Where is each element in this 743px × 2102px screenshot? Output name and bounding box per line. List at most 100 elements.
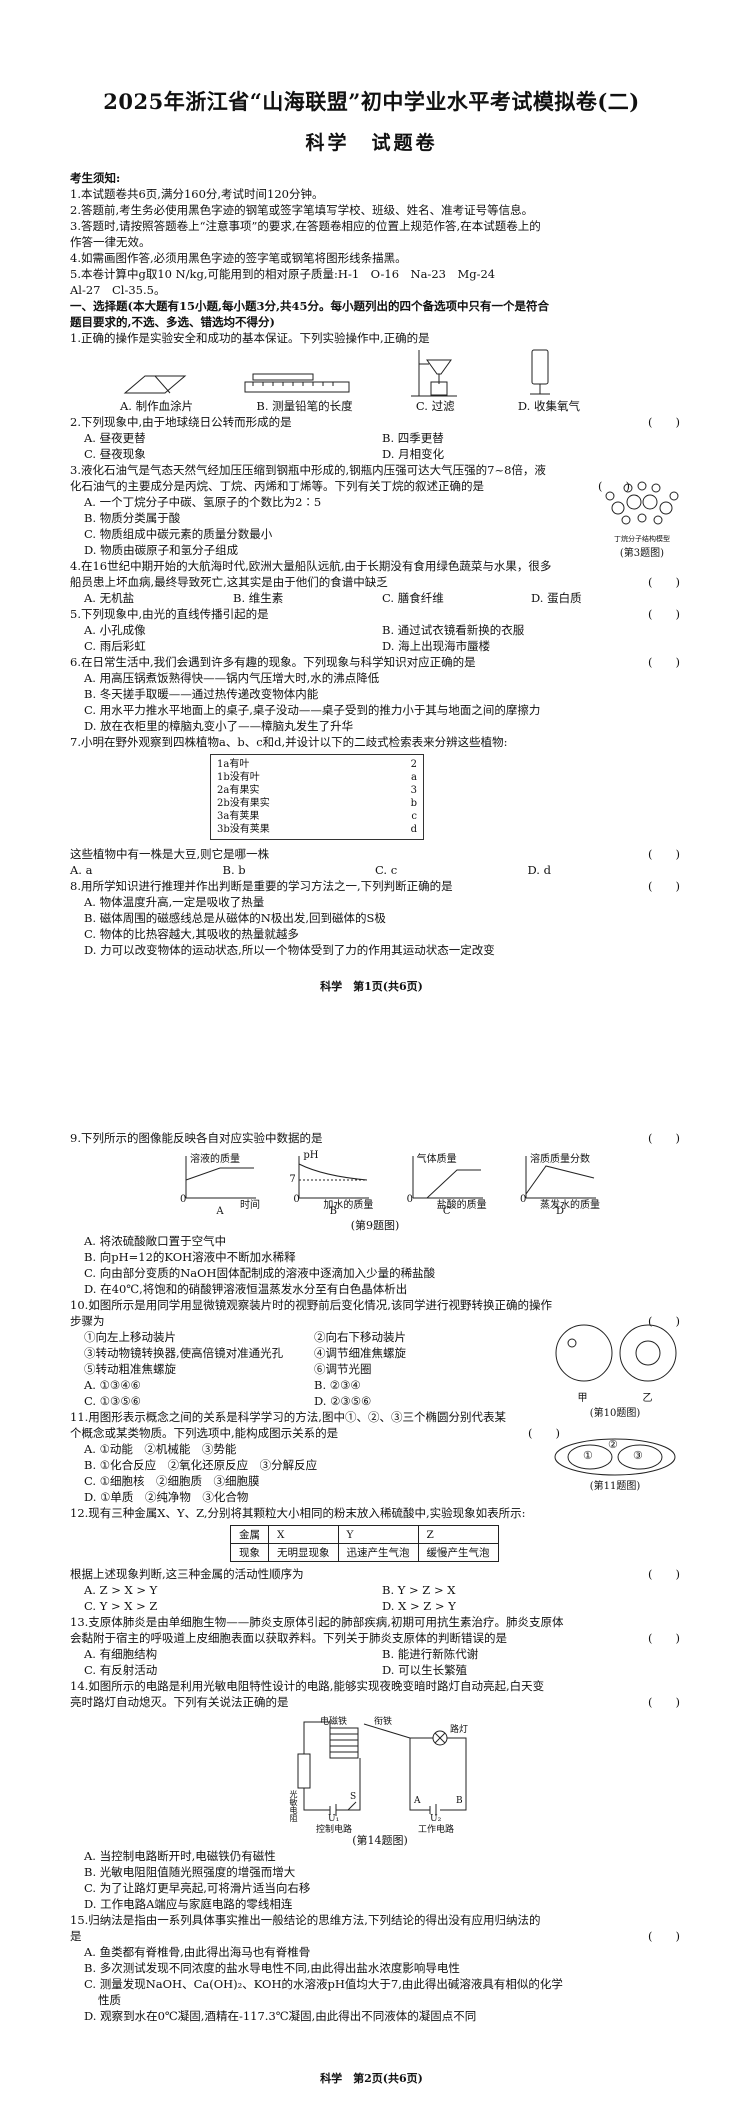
- section-heading: 一、选择题(本大题有15小题,每小题3分,共45分。每小题列出的四个备选项中只有…: [70, 299, 549, 313]
- chart-origin: 0: [406, 1194, 414, 1205]
- q10-line2: 步骤为( ): [70, 1313, 680, 1329]
- q3-options-block: A. 一个丁烷分子中碳、氢原子的个数比为2∶5 B. 物质分类属于酸 C. 物质…: [70, 481, 680, 559]
- q2-option-d[interactable]: D. 月相变化: [382, 447, 445, 461]
- q3-option-c[interactable]: C. 物质组成中碳元素的质量分数最小: [84, 527, 273, 541]
- q5-option-c[interactable]: C. 雨后彩虹: [84, 639, 146, 653]
- q1-stem: 1.正确的操作是实验安全和成功的基本保证。下列实验操作中,正确的是: [70, 331, 430, 345]
- q13-option-c[interactable]: C. 有反射活动: [84, 1663, 158, 1677]
- notice-heading: 考生须知:: [70, 171, 121, 185]
- q9-option-c[interactable]: C. 向由部分变质的NaOH固体配制成的溶液中逐滴加入少量的稀盐酸: [84, 1266, 436, 1280]
- section-heading-cont: 题目要求的,不选、多选、错选均不得分): [70, 315, 275, 329]
- q6-option-a[interactable]: A. 用高压锅煮饭熟得快——锅内气压增大时,水的沸点降低: [84, 671, 380, 685]
- q9-option-d[interactable]: D. 在40℃,将饱和的硝酸钾溶液恒温蒸发水分至有白色晶体析出: [84, 1282, 408, 1296]
- q11-stem-2: 个概念或某类物质。下列选项中,能构成图示关系的是: [70, 1426, 339, 1440]
- q9-option-b[interactable]: B. 向pH=12的KOH溶液中不断加水稀释: [84, 1250, 296, 1264]
- q2-option-a[interactable]: A. 昼夜更替: [84, 431, 146, 445]
- page-footer: 科学 第1页(共6页): [320, 980, 423, 993]
- q11-option-b[interactable]: B. ①化合反应 ②氧化还原反应 ③分解反应: [84, 1458, 318, 1472]
- q4-option-d[interactable]: D. 蛋白质: [531, 591, 582, 605]
- key-result: a: [411, 772, 417, 783]
- q1-option-c[interactable]: C. 过滤: [415, 399, 455, 413]
- q4-option-a[interactable]: A. 无机盐: [84, 591, 135, 605]
- q14-option-a[interactable]: A. 当控制电路断开时,电磁铁仍有磁性: [84, 1849, 276, 1863]
- q12-stem: 12.现有三种金属X、Y、Z,分别将其颗粒大小相同的粉末放入稀硫酸中,实验现象如…: [70, 1506, 526, 1520]
- exam-subtitle: 科学 试题卷: [305, 132, 438, 154]
- page-footer: 科学 第2页(共6页): [320, 2072, 423, 2085]
- q2-option-c[interactable]: C. 昼夜现象: [84, 447, 146, 461]
- chart-letter: C: [442, 1206, 451, 1217]
- q11-option-d[interactable]: D. ①单质 ②纯净物 ③化合物: [84, 1490, 249, 1504]
- q5-option-a[interactable]: A. 小孔成像: [84, 623, 146, 637]
- page2-content: 9.下列所示的图像能反映各自对应实验中数据的是( ) 溶液的质量 0 时间 A …: [70, 1130, 680, 2024]
- q3-option-d[interactable]: D. 物质由碳原子和氢分子组成: [84, 543, 239, 557]
- q15-option-b[interactable]: B. 多次测试发现不同浓度的盐水导电性不同,由此得出盐水浓度影响导电性: [84, 1961, 460, 1975]
- label-lamp: 路灯: [450, 1725, 469, 1735]
- q15-option-c[interactable]: C. 测量发现NaOH、Ca(OH)₂、KOH的水溶液pH值均大于7,由此得出碱…: [84, 1977, 563, 1991]
- q13-option-a[interactable]: A. 有细胞结构: [84, 1647, 158, 1661]
- q7-option-c[interactable]: C. c: [375, 863, 398, 877]
- q8-option-b[interactable]: B. 磁体周围的磁感线总是从磁体的N极出发,回到磁体的S极: [84, 911, 386, 925]
- q8-option-c[interactable]: C. 物体的比热容越大,其吸收的热量就越多: [84, 927, 299, 941]
- q1-option-b[interactable]: B. 测量铅笔的长度: [256, 399, 353, 413]
- q1-option-d[interactable]: D. 收集氧气: [517, 399, 580, 413]
- q14-option-b[interactable]: B. 光敏电阻阻值随光照强度的增强而增大: [84, 1865, 296, 1879]
- notice-item: 3.答题时,请按照答题卷上“注意事项”的要求,在答题卷相应的位置上规范作答,在本…: [70, 219, 541, 233]
- q7-option-d[interactable]: D. d: [527, 863, 551, 877]
- q11-line2: 个概念或某类物质。下列选项中,能构成图示关系的是 ( ): [70, 1425, 680, 1441]
- answer-paren: ( ): [648, 1131, 680, 1145]
- exam-page-2: 9.下列所示的图像能反映各自对应实验中数据的是( ) 溶液的质量 0 时间 A …: [0, 1090, 743, 2102]
- q15-stem: 15.归纳法是指由一系列具体事实推出一般结论的思维方法,下列结论的得出没有应用归…: [70, 1913, 541, 1927]
- q12-option-d[interactable]: D. X > Z > Y: [382, 1599, 456, 1613]
- answer-paren: ( ): [528, 1426, 560, 1440]
- key-text: 3b没有荚果: [217, 824, 270, 835]
- q8-option-d[interactable]: D. 力可以改变物体的运动状态,所以一个物体受到了力的作用其运动状态一定改变: [84, 943, 495, 957]
- q15-option-d[interactable]: D. 观察到水在0℃凝固,酒精在-117.3℃凝固,由此得出不同液体的凝固点不同: [84, 2009, 477, 2023]
- q10-option-a[interactable]: A. ①③④⑥: [84, 1378, 141, 1392]
- q8-option-a[interactable]: A. 物体温度升高,一定是吸收了热量: [84, 895, 265, 909]
- q14-option-c[interactable]: C. 为了让路灯更早亮起,可将滑片适当向右移: [84, 1881, 311, 1895]
- q4-option-b[interactable]: B. 维生素: [233, 591, 284, 605]
- q12-option-a[interactable]: A. Z > X > Y: [84, 1583, 158, 1597]
- notice-item: Al-27 Cl-35.5。: [70, 283, 166, 297]
- q15-stem-2: 是: [70, 1929, 82, 1943]
- q10-step: ③转动物镜转换器,使高倍镜对准通光孔: [84, 1346, 284, 1360]
- q4-option-c[interactable]: C. 膳食纤维: [382, 591, 444, 605]
- q1-option-a[interactable]: A. 制作血涂片: [120, 399, 194, 413]
- microscope-fields: [555, 1324, 677, 1382]
- table-cell: 缓慢产生气泡: [417, 1543, 499, 1562]
- q10-stem: 10.如图所示是用同学用显微镜观察装片时的视野前后变化情况,该同学进行视野转换正…: [70, 1298, 552, 1312]
- q5-option-b[interactable]: B. 通过试衣镜看新换的衣服: [382, 623, 525, 637]
- q14-option-d[interactable]: D. 工作电路A端应与家庭电路的零线相连: [84, 1897, 293, 1911]
- q10-option-d[interactable]: D. ②③⑤⑥: [314, 1394, 372, 1408]
- q13-option-d[interactable]: D. 可以生长繁殖: [382, 1663, 468, 1677]
- q12-option-b[interactable]: B. Y > Z > X: [382, 1583, 456, 1597]
- butane-molecule-model: [605, 481, 679, 525]
- q15-option-a[interactable]: A. 鱼类都有脊椎骨,由此得出海马也有脊椎骨: [84, 1945, 311, 1959]
- q7-option-b[interactable]: B. b: [222, 863, 246, 877]
- q6-option-c[interactable]: C. 用水平力推水平地面上的桌子,桌子没动——桌子受到的推力小于其与地面之间的摩…: [84, 703, 541, 717]
- table-cell: 现象: [230, 1543, 269, 1562]
- q3-option-b[interactable]: B. 物质分类属于酸: [84, 511, 181, 525]
- q11-option-a[interactable]: A. ①动能 ②机械能 ③势能: [84, 1442, 237, 1456]
- q10-step: ④调节细准焦螺旋: [314, 1346, 406, 1360]
- label-s: S: [350, 1792, 357, 1802]
- chart-origin: 0: [293, 1194, 300, 1205]
- q2-option-b[interactable]: B. 四季更替: [382, 431, 444, 445]
- q3-option-a[interactable]: A. 一个丁烷分子中碳、氢原子的个数比为2∶5: [84, 495, 322, 509]
- q13-option-b[interactable]: B. 能进行新陈代谢: [382, 1647, 479, 1661]
- q12-option-c[interactable]: C. Y > X > Z: [84, 1599, 158, 1613]
- q6-option-b[interactable]: B. 冬天搓手取暖——通过热传递改变物体内能: [84, 687, 319, 701]
- q6-option-d[interactable]: D. 放在衣柜里的樟脑丸变小了——樟脑丸发生了升华: [84, 719, 354, 733]
- q10-option-c[interactable]: C. ①③⑤⑥: [84, 1394, 141, 1408]
- q5-option-d[interactable]: D. 海上出现海市蜃楼: [382, 639, 491, 653]
- q9-option-a[interactable]: A. 将浓硫酸敞口置于空气中: [84, 1234, 227, 1248]
- q10-option-b[interactable]: B. ②③④: [314, 1378, 361, 1392]
- q12-stem-2: 根据上述现象判断,这三种金属的活动性顺序为: [70, 1567, 304, 1581]
- page1-content: 考生须知: 1.本试题卷共6页,满分160分,考试时间120分钟。 2.答题前,…: [70, 170, 680, 958]
- q13-stem: 13.支原体肺炎是由单细胞生物——肺炎支原体引起的肺部疾病,初期可用抗生素治疗。…: [70, 1615, 564, 1629]
- q11-option-c[interactable]: C. ①细胞核 ②细胞质 ③细胞膜: [84, 1474, 260, 1488]
- q7-option-a[interactable]: A. a: [70, 863, 93, 877]
